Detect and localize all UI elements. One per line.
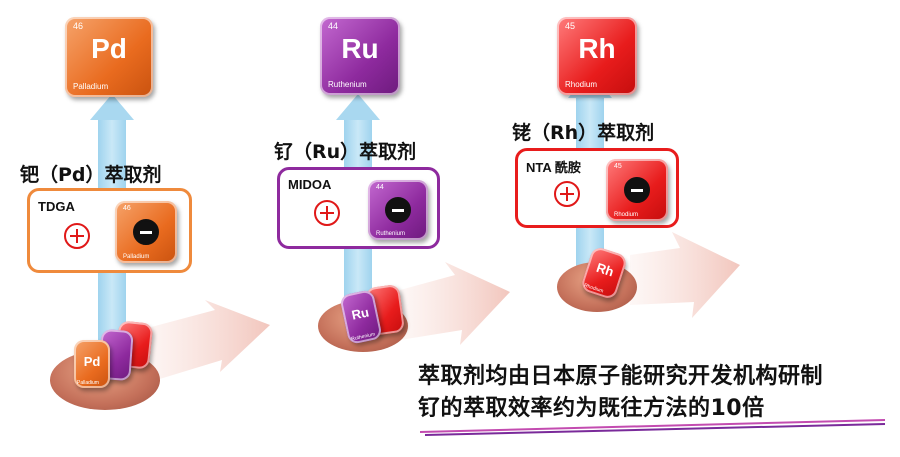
rh-name: Rhodium [565,80,598,89]
ru-complex-name: Ruthenium [376,231,406,237]
rh-complex-number: 45 [614,163,622,170]
stack-pd-name: Palladium [77,380,99,386]
flow-arrow-2 [400,262,510,345]
rh-atomic-number: 45 [565,21,576,31]
minus-circle-icon [624,177,650,203]
pd-complex-number: 46 [123,205,131,212]
rh-agent-label: NTA 酰胺 [526,160,581,175]
pd-complex-tile: 46 Palladium [115,201,177,263]
flow-arrow-1 [140,300,270,385]
minus-circle-icon [133,219,159,245]
ru-name: Ruthenium [328,80,367,89]
pd-name: Palladium [73,82,109,91]
caption-line-2: 钌的萃取效率约为既往方法的10倍 [418,396,765,421]
stack-pd-symbol: Pd [83,354,101,369]
rh-element-tile: 45 Rh Rhodium [557,17,637,95]
flow-arrow-3 [630,232,740,318]
ru-complex-number: 44 [376,184,384,191]
plus-circle-icon [64,223,90,249]
pd-extractant-label: 钯（Pd）萃取剂 [20,164,162,186]
pd-up-arrow-head [90,94,134,120]
plus-circle-icon [314,200,340,226]
stack2-ru-symbol: Ru [350,304,371,323]
ru-agent-label: MIDOA [288,177,332,192]
pd-atomic-number: 46 [73,21,84,31]
pd-element-tile: 46 Pd Palladium [65,17,153,97]
ru-complex-box: MIDOA 44 Ruthenium [277,167,440,249]
rh-symbol: Rh [578,33,616,64]
ru-up-arrow-head [336,94,380,120]
pd-complex-box: TDGA 46 Palladium [27,188,192,273]
pd-complex-name: Palladium [123,254,150,260]
minus-circle-icon [385,197,411,223]
plus-circle-icon [554,181,580,207]
ru-atomic-number: 44 [328,21,339,31]
pd-agent-label: TDGA [38,199,75,214]
rh-complex-box: NTA 酰胺 45 Rhodium [515,148,679,228]
ru-element-tile: 44 Ru Ruthenium [320,17,400,95]
rh-complex-name: Rhodium [614,212,639,218]
caption-line-1: 萃取剂均由日本原子能研究开发机构研制 [418,364,824,389]
ru-extractant-label: 钌（Ru）萃取剂 [274,141,417,163]
ru-complex-tile: 44 Ruthenium [368,180,428,240]
pd-symbol: Pd [91,33,127,64]
stack-pd-tile: Pd Palladium [74,340,110,388]
rh-extractant-label: 铑（Rh）萃取剂 [512,122,655,144]
rh-complex-tile: 45 Rhodium [606,159,668,221]
caption-underline [420,419,886,436]
stack3-rh-symbol: Rh [594,259,616,280]
ru-symbol: Ru [341,33,379,64]
